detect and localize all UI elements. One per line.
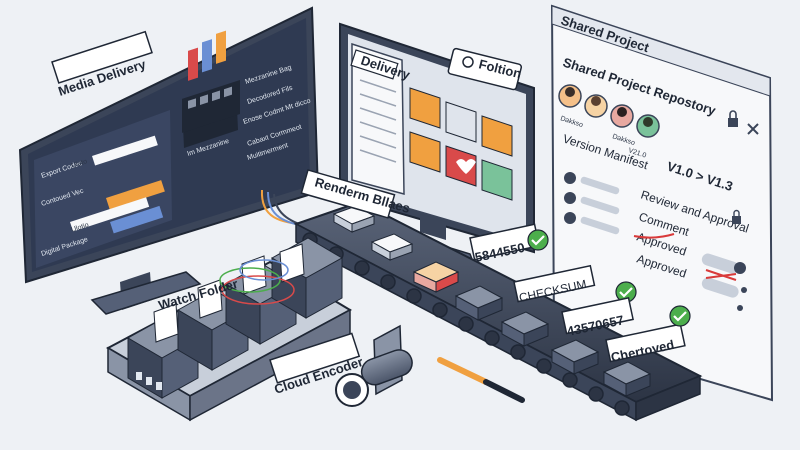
server-box — [454, 285, 504, 321]
orange-wand — [437, 357, 525, 403]
checkmark-icon — [669, 305, 691, 327]
toggle-switch[interactable] — [700, 252, 746, 275]
encoder-device — [335, 324, 413, 407]
folder-grid — [409, 87, 513, 201]
checksum-callout-1: 5844550 — [469, 223, 541, 265]
checkmark-icon — [527, 229, 549, 251]
checklist — [564, 172, 620, 235]
radio-dot[interactable] — [741, 287, 747, 293]
document-page — [351, 42, 405, 195]
chertoved-callout: Chertoved — [605, 323, 686, 365]
option-dropdown[interactable] — [70, 197, 150, 232]
left-monitor: Export Codec Uloto Contoued Vec Ulotio D… — [18, 6, 320, 315]
server-box — [602, 361, 652, 397]
package-box — [370, 233, 414, 261]
media-delivery-callout: Media Delivery — [51, 30, 153, 99]
radio-dot[interactable] — [737, 305, 743, 311]
document-sheet — [153, 243, 305, 343]
server-box — [500, 311, 550, 347]
data-flow-rings — [219, 259, 295, 305]
shared-project-window[interactable]: Shared Project Shared Project Repostory … — [550, 4, 774, 402]
close-icon[interactable] — [747, 123, 759, 135]
target-icon — [462, 56, 474, 68]
heart-icon — [456, 159, 476, 174]
avatar — [636, 114, 660, 138]
server-rack — [105, 237, 353, 422]
option-value: Uloto — [70, 158, 88, 170]
avatar — [558, 84, 582, 108]
avatar — [584, 94, 608, 118]
lock-icon — [732, 209, 741, 224]
package-box — [412, 261, 460, 293]
option-dropdown[interactable] — [92, 135, 158, 166]
avatar — [610, 104, 634, 128]
conveyor-belt — [293, 200, 703, 422]
lock-icon[interactable] — [728, 110, 738, 127]
red-strike-mark — [633, 233, 675, 239]
orange-bar[interactable] — [106, 180, 165, 210]
blue-bar[interactable] — [109, 205, 164, 234]
checkmark-icon — [615, 281, 637, 303]
toggle-switch[interactable] — [700, 269, 740, 299]
settings-panel: Export Codec Uloto Contoued Vec Ulotio D… — [34, 110, 172, 268]
server-box — [550, 339, 600, 375]
foltion-callout: Foltion — [447, 47, 523, 91]
media-viewer — [182, 30, 240, 148]
